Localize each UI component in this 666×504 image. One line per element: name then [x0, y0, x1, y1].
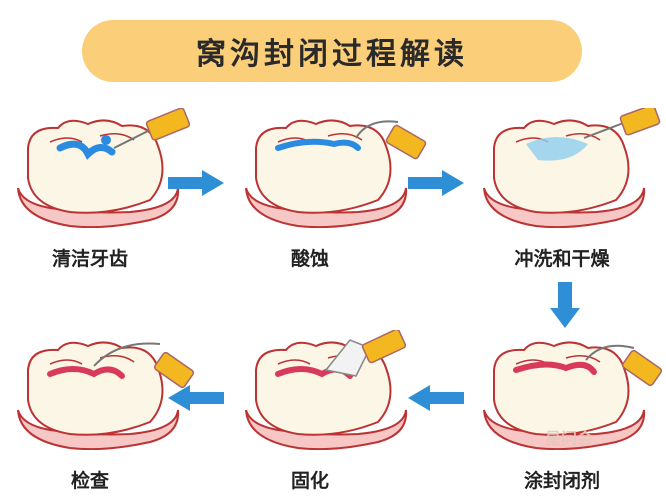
arrow-right-icon: [168, 170, 224, 196]
arrow-down-icon: [550, 282, 580, 328]
arrow-right-icon: [408, 170, 464, 196]
step-inspect: [10, 330, 200, 450]
step-label-inspect: 检查: [70, 470, 109, 492]
watermark: 星问会: [545, 429, 594, 448]
step-label-clean: 清洁牙齿: [51, 248, 128, 270]
tooth-sealant-illustration: [483, 341, 663, 450]
arrow-left-icon: [408, 385, 464, 411]
step-cure: [238, 330, 428, 450]
step-label-cure: 固化: [290, 470, 329, 492]
step-apply-sealant: [476, 330, 666, 450]
tooth-cure-illustration: [245, 330, 408, 450]
tooth-inspect-illustration: [17, 341, 195, 450]
page-title: 窝沟封闭过程解读: [196, 37, 468, 72]
tooth-clean-illustration: [17, 108, 191, 228]
step-label-sealant: 涂封闭剂: [523, 470, 600, 492]
step-rinse-dry: [476, 108, 666, 228]
title-banner: 窝沟封闭过程解读: [82, 20, 582, 82]
step-acid-etch: [238, 108, 428, 228]
step-label-etch: 酸蚀: [290, 248, 329, 270]
step-clean-teeth: [10, 108, 200, 228]
step-label-rinse: 冲洗和干燥: [514, 248, 610, 270]
tooth-rinse-illustration: [483, 108, 661, 228]
tooth-etch-illustration: [245, 119, 427, 228]
arrow-left-icon: [168, 385, 224, 411]
